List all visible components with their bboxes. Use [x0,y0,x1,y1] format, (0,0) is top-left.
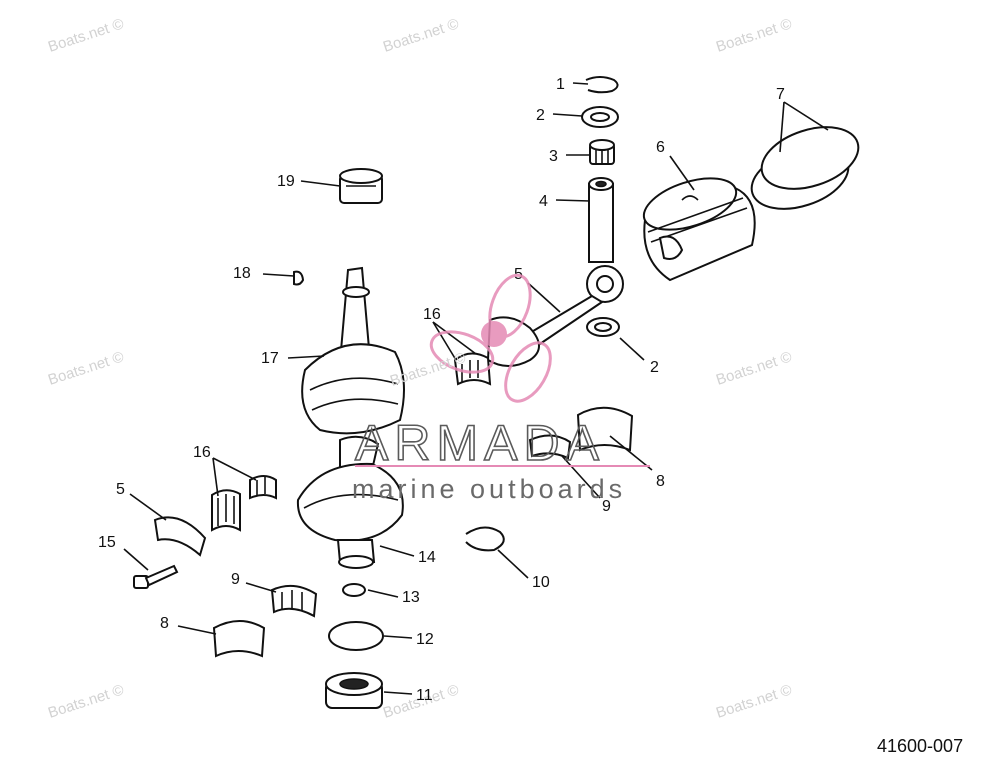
callout-4: 4 [539,193,548,210]
part-14-lower-crankshaft [296,462,404,569]
callout-12: 12 [416,631,434,648]
part-16-needle-cage-lower [211,475,277,532]
part-5-rod-cap [153,516,207,557]
callout-3: 3 [549,148,558,165]
callout-9: 9 [602,498,611,515]
brand-name: ARMADA [355,415,605,471]
part-11-oil-seal [325,672,383,709]
part-2-thrust-washer-lower [586,317,620,337]
callout-15: 15 [98,534,116,551]
callout-17: 17 [261,350,279,367]
part-3-needle-bearing [589,139,615,165]
part-8-bearing-race-left [212,620,266,658]
callout-8: 8 [656,473,665,490]
propeller-icon [429,273,552,403]
callout-2: 2 [536,107,545,124]
watermark-text: Boats.net © [381,15,461,55]
drawing-number: 41600-007 [877,736,963,756]
callout-16: 16 [423,306,441,323]
callout-7: 7 [776,86,785,103]
callout-6: 6 [656,139,665,156]
watermark-text: Boats.net © [46,681,126,721]
callout-1: 1 [556,76,565,93]
leader-lines [123,82,829,695]
watermark-text: Boats.net © [714,681,794,721]
callout-18: 18 [233,265,251,282]
callout-9: 9 [231,571,240,588]
part-5-connecting-rod [486,265,624,367]
callout-10: 10 [532,574,550,591]
callout-11: 11 [416,687,433,704]
part-1-retaining-ring [585,76,619,94]
callout-16: 16 [193,444,211,461]
part-15-rod-screw [133,564,179,589]
callout-5: 5 [116,481,125,498]
part-19-bearing-sleeve [339,168,383,204]
callout-13: 13 [402,589,420,606]
part-4-piston-pin [588,177,614,263]
callout-labels: 1 2 3 4 5 6 7 2 16 17 18 19 16 5 15 9 8 … [98,76,785,704]
brand-watermark: Boats.net © ARMADA marine outboards [352,273,650,504]
callout-8: 8 [160,615,169,632]
part-16-needle-cage-upper [453,352,492,386]
callout-2: 2 [650,359,659,376]
watermark-text: Boats.net © [714,15,794,55]
part-18-woodruff-key [293,270,305,286]
callout-14: 14 [418,549,436,566]
callout-19: 19 [277,173,295,190]
part-13-small-o-ring [342,583,366,597]
watermark-text: Boats.net © [714,348,794,388]
part-6-piston [642,177,756,282]
part-7-piston-rings [750,126,860,210]
part-8-bearing-race-right [576,406,634,452]
part-9-bearing-half-right [528,434,572,460]
part-2-thrust-washer-top [581,106,619,128]
watermark-text: Boats.net © [46,348,126,388]
brand-tagline: marine outboards [352,474,626,504]
watermark-text: Boats.net © [46,15,126,55]
part-9-bearing-half-left [270,584,318,618]
part-12-large-o-ring [328,621,384,651]
part-10-retaining-ring [465,526,505,552]
